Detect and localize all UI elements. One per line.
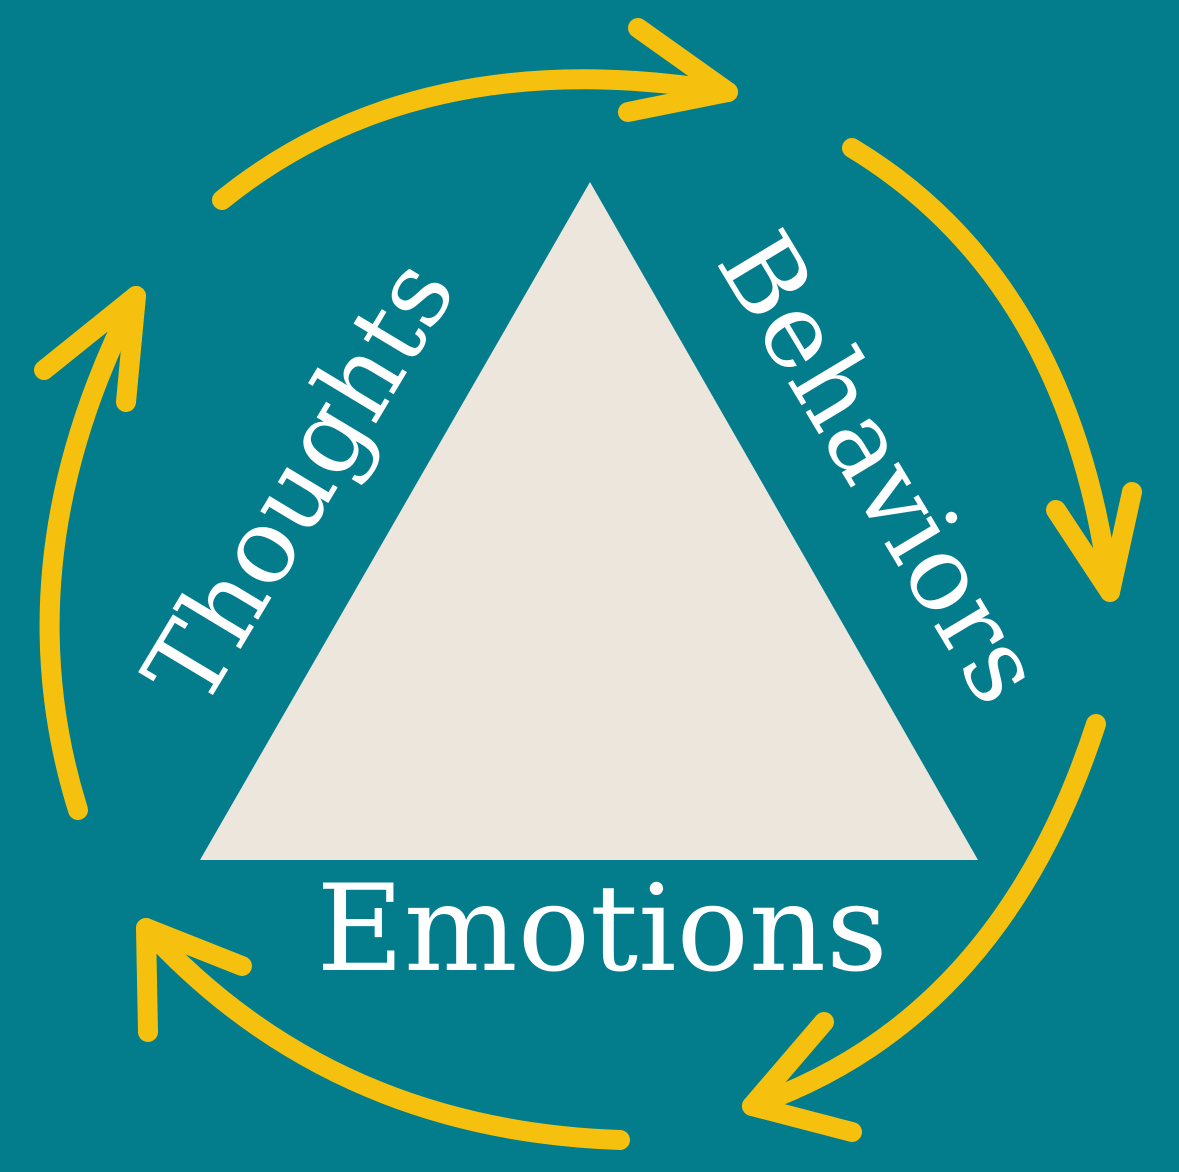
arrowhead-left-icon	[34, 286, 146, 412]
arrowhead-lower-right-icon	[742, 1012, 862, 1142]
arrow-bottom-icon	[136, 918, 630, 1150]
arrow-right-icon	[842, 138, 1120, 602]
arrow-left-icon	[39, 286, 146, 820]
cycle-arrows	[34, 18, 1142, 1150]
arrowhead-bottom-icon	[136, 918, 252, 1042]
arrow-top-icon	[212, 69, 738, 210]
arrow-lower-right-icon	[742, 714, 1106, 1116]
central-triangle	[200, 182, 978, 860]
emotions-label: Emotions	[316, 860, 887, 999]
arrowhead-top-icon	[618, 18, 738, 122]
arrowhead-right-icon	[1046, 482, 1142, 602]
